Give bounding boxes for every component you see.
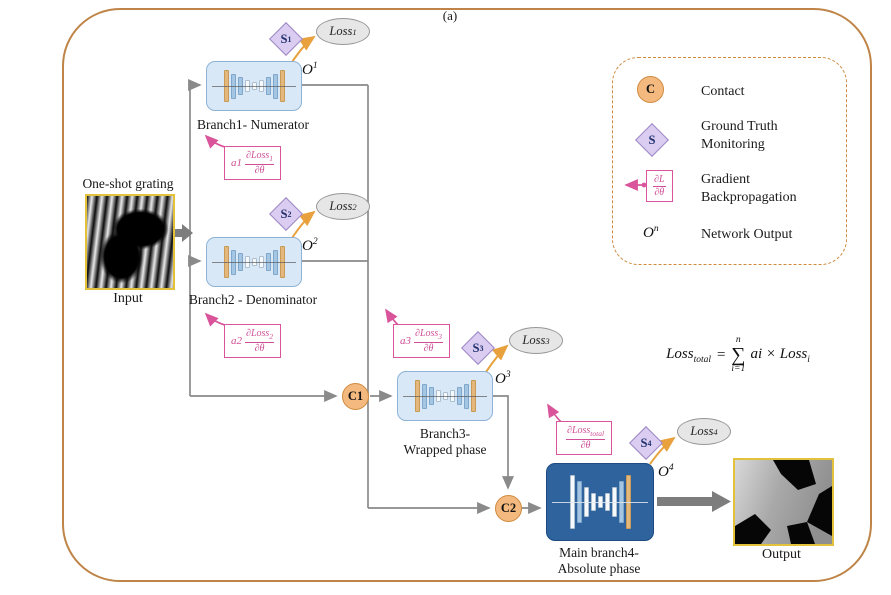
cnn-layer-bar [251, 258, 257, 266]
output-image [733, 458, 834, 546]
branch1-label: Branch1- Numerator [196, 117, 310, 132]
legend-panel: C Contact S Ground Truth Monitoring ∂L ∂… [612, 57, 847, 265]
cnn-layer-bar [244, 256, 250, 268]
cnn-layer-bar [421, 383, 427, 409]
cnn-layer-bar [569, 475, 575, 529]
branch3-gradient-box: a3 ∂Loss3 ∂θ [393, 324, 451, 359]
input-title: One-shot grating [82, 176, 174, 191]
input-caption: Input [113, 291, 143, 306]
legend-contact-icon: C [637, 76, 664, 103]
contact-c2: C2 [495, 495, 522, 522]
cnn-layer-bar [237, 253, 243, 271]
branch2-gradient-box: a2 ∂Loss2 ∂θ [224, 324, 282, 359]
branch1-gradient-box: a1 ∂Loss1 ∂θ [224, 146, 282, 181]
cnn-layer-bar [604, 493, 610, 511]
cnn-layer-bar [237, 77, 243, 95]
formula-equals: = [716, 346, 727, 363]
branch2-label: Branch2 - Denominator [188, 292, 318, 307]
branch4-gradient-box: ∂Losstotal ∂θ [556, 421, 613, 456]
fraction: ∂L ∂θ [653, 174, 666, 198]
branch2-output-label: O2 [302, 237, 318, 254]
cnn-layer-bar [272, 249, 278, 275]
cnn-layer-bar [414, 380, 420, 412]
cnn-layer-bar [223, 246, 229, 278]
legend-gradient-box-icon: ∂L ∂θ [646, 170, 673, 202]
contact-c1: C1 [342, 383, 369, 410]
legend-ground-truth-label: Ground Truth Monitoring [701, 119, 778, 152]
branch4-network-block [546, 463, 654, 541]
diagram-frame [62, 8, 872, 582]
cnn-layer-bar [258, 256, 264, 268]
cnn-layer-bar [618, 481, 624, 523]
cnn-layer-bar [230, 249, 236, 275]
cnn-layer-bar [442, 392, 448, 400]
legend-output-label: Network Output [701, 227, 793, 242]
cnn-layer-bar [258, 80, 264, 92]
cnn-layer-bar [576, 481, 582, 523]
legend-s-label: S [648, 132, 656, 147]
cnn-layer-bar [456, 387, 462, 405]
cnn-layer-bar [470, 380, 476, 412]
cnn-layer-bar [223, 70, 229, 102]
fraction: ∂Loss2 ∂θ [245, 328, 275, 354]
branch4-output-label: O4 [658, 463, 674, 480]
fraction: ∂Loss3 ∂θ [414, 328, 444, 354]
cnn-layer-bar [428, 387, 434, 405]
formula-rhs: ai × Lossi [750, 345, 810, 365]
legend-output-symbol: On [643, 224, 659, 241]
branch3-output-label: O3 [495, 370, 511, 387]
cnn-layer-bar [230, 73, 236, 99]
legend-ground-truth-diamond-icon: S [635, 123, 669, 157]
grad-coefficient: a2 [231, 334, 242, 347]
branch2-network-block [206, 237, 302, 287]
fraction: ∂Losstotal ∂θ [566, 425, 606, 451]
cnn-layer-bar [435, 390, 441, 402]
cnn-layer-bar [597, 496, 603, 508]
cnn-layer-bar [463, 383, 469, 409]
branch1-network-block [206, 61, 302, 111]
legend-contact-label: Contact [701, 84, 745, 99]
output-caption: Output [762, 547, 801, 562]
cnn-layer-bar [272, 73, 278, 99]
total-loss-formula: Losstotal = n ∑ i=1 ai × Lossi [628, 335, 848, 374]
grad-coefficient: a1 [231, 156, 242, 169]
branch4-label: Main branch4-Absolute phase [557, 545, 641, 577]
input-image [85, 194, 175, 290]
cnn-layer-bar [611, 487, 617, 517]
branch3-network-block [397, 371, 493, 421]
cnn-layer-bar [449, 390, 455, 402]
branch3-label: Branch3-Wrapped phase [403, 426, 487, 458]
branch1-output-label: O1 [302, 61, 318, 78]
summation-symbol: n ∑ i=1 [731, 335, 746, 374]
figure-label: (a) [442, 8, 458, 23]
cnn-layer-bar [583, 487, 589, 517]
formula-lhs: Losstotal [666, 345, 712, 365]
cnn-layer-bar [265, 77, 271, 95]
cnn-layer-bar [265, 253, 271, 271]
cnn-layer-bar [279, 246, 285, 278]
cnn-layer-bar [279, 70, 285, 102]
fraction: ∂Loss1 ∂θ [245, 150, 275, 176]
cnn-layer-bar [625, 475, 631, 529]
cnn-layer-bar [251, 82, 257, 90]
cnn-layer-bar [590, 493, 596, 511]
cnn-layer-bar [244, 80, 250, 92]
depth-map-graphic [735, 460, 832, 544]
grad-coefficient: a3 [400, 334, 411, 347]
legend-gradient-label: Gradient Backpropagation [701, 172, 797, 205]
